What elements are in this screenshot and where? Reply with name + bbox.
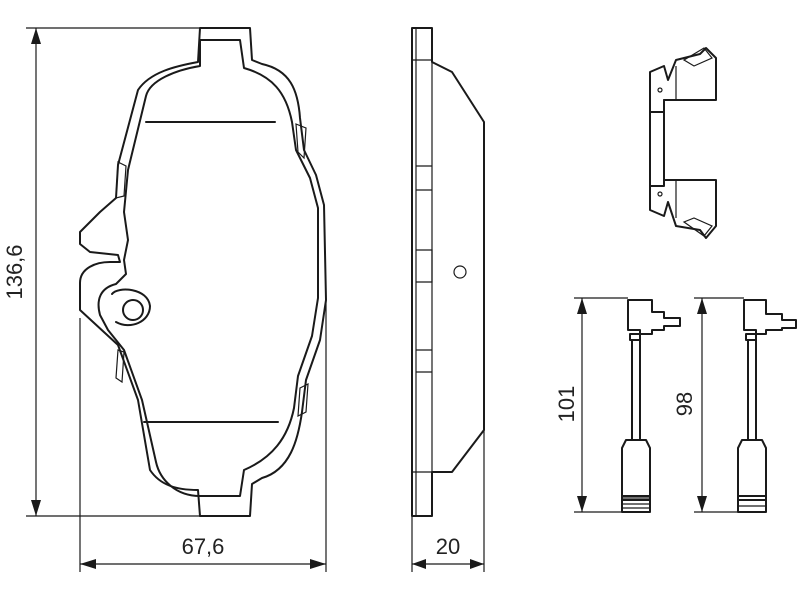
pad-height-label: 136,6 (2, 244, 27, 299)
dimension-pad-height: 136,6 (2, 27, 200, 517)
wear-sensor-1 (621, 299, 681, 513)
sensor-1-length-label: 101 (554, 386, 579, 423)
pad-width-label: 67,6 (182, 534, 225, 559)
wear-sensor-2 (737, 299, 797, 513)
dimension-sensor-2: 98 (672, 297, 744, 513)
dimension-pad-width: 67,6 (79, 300, 327, 572)
retaining-clip (649, 47, 717, 239)
sensor-2-length-label: 98 (672, 392, 697, 416)
dimension-sensor-1: 101 (554, 297, 628, 513)
dimension-pad-thickness: 20 (411, 430, 485, 572)
mounting-hole (122, 299, 144, 321)
brake-pad-side-view (411, 27, 485, 517)
brake-pad-front-view (79, 27, 327, 517)
pad-thickness-label: 20 (436, 534, 460, 559)
center-mark (453, 265, 467, 279)
